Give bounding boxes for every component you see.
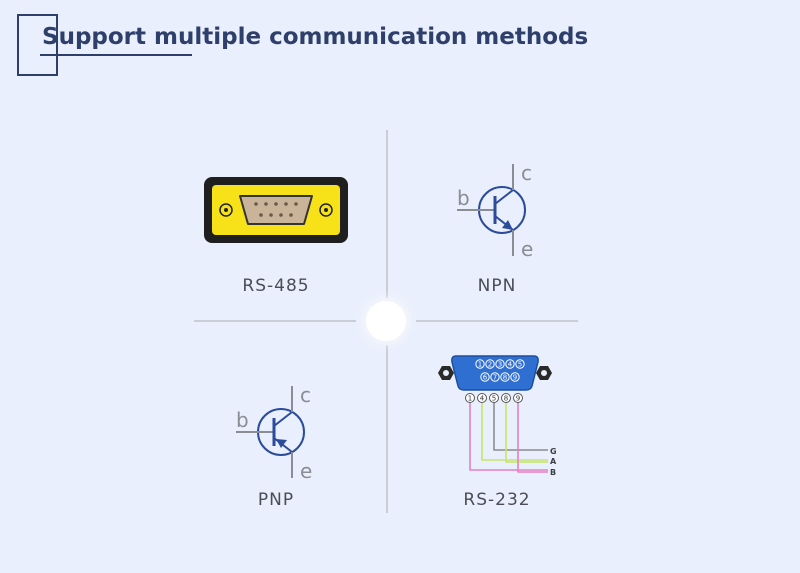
pin-top-1: 1 xyxy=(478,361,482,369)
divider-vertical-top xyxy=(386,130,388,298)
page-title: Support multiple communication methods xyxy=(42,24,589,50)
pin-bottom-8: 8 xyxy=(503,374,507,382)
pnp-base-label: b xyxy=(236,408,249,432)
pnp-transistor-icon: b c e xyxy=(236,383,312,483)
pnp-label: PNP xyxy=(257,490,295,510)
npn-base-label: b xyxy=(457,186,470,210)
pin-row-9: 9 xyxy=(516,395,520,403)
pin-top-4: 4 xyxy=(508,361,513,369)
pnp-emitter-label: e xyxy=(300,459,312,483)
pin-row-8: 8 xyxy=(504,395,508,403)
divider-vertical-bottom xyxy=(386,345,388,513)
pnp-collector-label: c xyxy=(300,383,311,407)
npn-label: NPN xyxy=(477,276,517,296)
pin-row-5: 5 xyxy=(492,395,496,403)
pin-top-3: 3 xyxy=(498,361,502,369)
pin-bottom-9: 9 xyxy=(513,374,517,382)
rs232-connector-icon: 1 2 3 4 5 6 7 8 9 1 4 5 8 9 G A B xyxy=(438,355,557,477)
pin-row-1: 1 xyxy=(468,395,472,403)
pin-bottom-6: 6 xyxy=(483,374,488,382)
rs485-connector-icon xyxy=(204,177,348,243)
center-dot xyxy=(366,301,406,341)
pin-row-4: 4 xyxy=(480,395,485,403)
rs232-label: RS-232 xyxy=(463,490,531,510)
rs485-label: RS-485 xyxy=(242,276,310,296)
pin-top-5: 5 xyxy=(518,361,522,369)
npn-transistor-icon: b c e xyxy=(457,161,533,261)
divider-horizontal-left xyxy=(194,320,356,322)
wire-label-a: A xyxy=(550,457,557,466)
wire-label-g: G xyxy=(550,447,557,456)
divider-horizontal-right xyxy=(416,320,578,322)
pin-top-2: 2 xyxy=(488,361,492,369)
title-frame xyxy=(17,14,58,76)
wire-label-b: B xyxy=(550,468,556,477)
npn-emitter-label: e xyxy=(521,237,533,261)
pin-bottom-7: 7 xyxy=(493,374,497,382)
title-underline xyxy=(40,54,192,56)
npn-collector-label: c xyxy=(521,161,532,185)
